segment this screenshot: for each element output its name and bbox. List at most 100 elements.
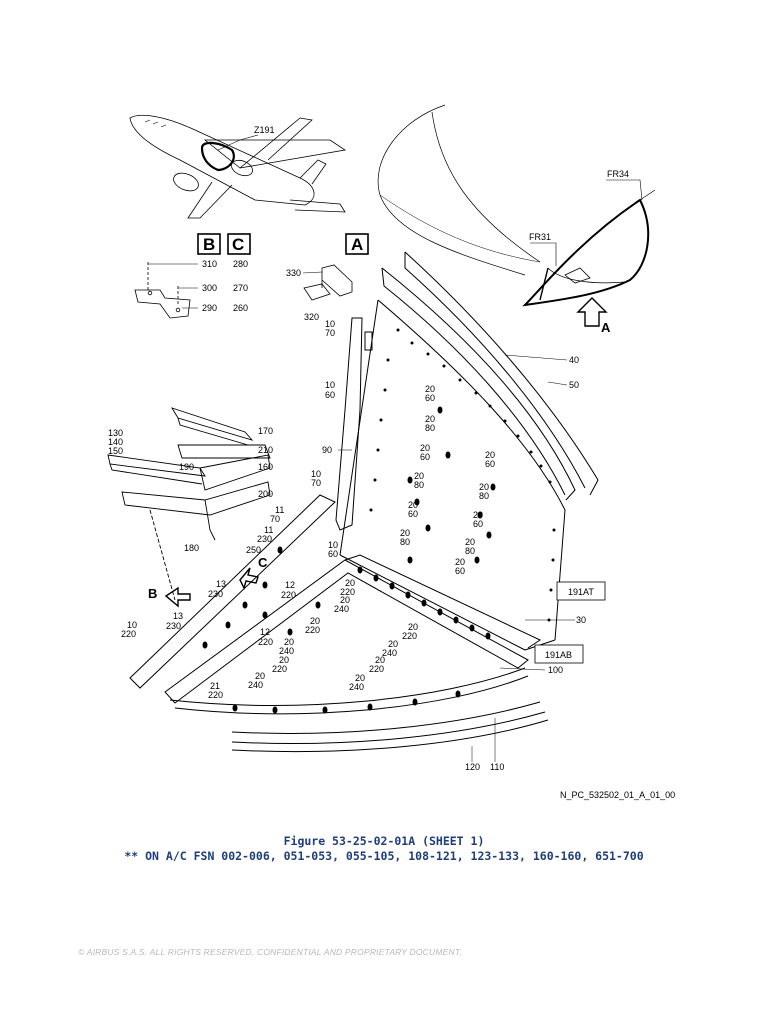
svg-text:220: 220 xyxy=(369,664,384,674)
svg-text:10: 10 xyxy=(325,319,335,329)
svg-text:20: 20 xyxy=(485,450,495,460)
svg-text:60: 60 xyxy=(325,390,335,400)
part-number: 320 xyxy=(304,312,319,322)
svg-text:20: 20 xyxy=(408,622,418,632)
svg-text:80: 80 xyxy=(425,423,435,433)
svg-text:11: 11 xyxy=(264,525,273,535)
access-panel-191at: 191AT xyxy=(556,581,606,601)
svg-text:60: 60 xyxy=(425,393,435,403)
svg-text:220: 220 xyxy=(208,690,223,700)
part-number: 200 xyxy=(258,489,273,499)
part-number: 50 xyxy=(569,380,579,390)
part-number: 190 xyxy=(179,462,194,472)
svg-text:20: 20 xyxy=(345,578,355,588)
svg-text:250: 250 xyxy=(246,545,261,555)
copyright-notice: © AIRBUS S.A.S. ALL RIGHTS RESERVED. CON… xyxy=(78,947,463,957)
bracket-assembly xyxy=(303,264,353,301)
svg-text:70: 70 xyxy=(325,328,335,338)
part-number: 110 xyxy=(490,762,504,772)
svg-text:C: C xyxy=(232,235,244,254)
svg-text:191AB: 191AB xyxy=(545,650,572,660)
svg-text:60: 60 xyxy=(473,519,483,529)
svg-text:220: 220 xyxy=(258,637,273,647)
view-arrow-c xyxy=(239,567,259,590)
svg-text:10: 10 xyxy=(325,380,335,390)
part-number: 150 xyxy=(108,446,123,456)
svg-text:220: 220 xyxy=(281,590,296,600)
svg-text:220: 220 xyxy=(402,631,417,641)
svg-text:13: 13 xyxy=(216,579,226,589)
svg-text:230: 230 xyxy=(257,534,272,544)
part-number: 330 xyxy=(286,268,301,278)
part-number: 290 xyxy=(202,303,217,313)
svg-text:B: B xyxy=(203,235,215,254)
svg-text:240: 240 xyxy=(334,604,349,614)
svg-text:20: 20 xyxy=(375,655,385,665)
detail-bc-clip xyxy=(134,262,198,319)
svg-text:21: 21 xyxy=(210,681,220,691)
svg-text:240: 240 xyxy=(382,648,397,658)
svg-text:20: 20 xyxy=(414,471,424,481)
part-number: 30 xyxy=(576,615,586,625)
svg-text:80: 80 xyxy=(465,546,475,556)
svg-text:20: 20 xyxy=(455,557,465,567)
svg-text:20: 20 xyxy=(388,639,398,649)
svg-text:230: 230 xyxy=(208,589,223,599)
svg-text:20: 20 xyxy=(425,414,435,424)
svg-text:70: 70 xyxy=(311,478,321,488)
svg-text:240: 240 xyxy=(349,682,364,692)
skin-panel xyxy=(129,251,599,753)
svg-text:10: 10 xyxy=(311,469,321,479)
svg-text:60: 60 xyxy=(328,549,338,559)
svg-text:220: 220 xyxy=(272,664,287,674)
view-arrow-a-label: A xyxy=(601,320,611,335)
svg-text:20: 20 xyxy=(408,500,418,510)
reference-code: N_PC_532502_01_A_01_00 xyxy=(560,790,675,800)
part-number: 280 xyxy=(233,259,248,269)
part-number: 310 xyxy=(202,259,217,269)
part-number: 160 xyxy=(258,462,273,472)
svg-text:220: 220 xyxy=(340,587,355,597)
zone-label: Z191 xyxy=(254,125,275,135)
view-arrow-b-label: B xyxy=(148,586,157,601)
svg-text:20: 20 xyxy=(340,595,350,605)
svg-text:80: 80 xyxy=(400,537,410,547)
svg-text:80: 80 xyxy=(414,480,424,490)
part-number: 270 xyxy=(233,283,248,293)
svg-text:191AT: 191AT xyxy=(568,587,594,597)
svg-text:220: 220 xyxy=(305,625,320,635)
svg-text:20: 20 xyxy=(310,616,320,626)
svg-text:12: 12 xyxy=(260,627,270,637)
svg-text:11: 11 xyxy=(275,505,284,515)
svg-text:60: 60 xyxy=(420,452,430,462)
section-locator xyxy=(377,104,656,327)
svg-text:220: 220 xyxy=(121,629,136,639)
access-panel-191ab: 191AB xyxy=(534,644,584,664)
part-number: 260 xyxy=(233,303,248,313)
svg-text:240: 240 xyxy=(279,646,294,656)
svg-text:20: 20 xyxy=(479,482,489,492)
svg-text:10: 10 xyxy=(328,540,338,550)
svg-text:20: 20 xyxy=(465,537,475,547)
view-arrow-b xyxy=(164,586,191,608)
part-number: 140 xyxy=(108,437,123,447)
svg-text:20: 20 xyxy=(284,637,294,647)
svg-text:20: 20 xyxy=(279,655,289,665)
svg-text:20: 20 xyxy=(425,384,435,394)
frame-label-fr34: FR34 xyxy=(607,169,629,179)
part-number: 300 xyxy=(202,283,217,293)
part-number: 40 xyxy=(569,355,579,365)
part-number: 90 xyxy=(322,445,332,455)
figure-title: Figure 53-25-02-01A (SHEET 1) xyxy=(283,834,485,848)
part-number: 180 xyxy=(184,543,199,553)
svg-text:20: 20 xyxy=(473,510,483,520)
svg-text:230: 230 xyxy=(166,621,181,631)
svg-text:20: 20 xyxy=(255,671,265,681)
part-number: 210 xyxy=(258,445,273,455)
svg-text:70: 70 xyxy=(270,514,280,524)
aircraft-locator xyxy=(129,114,347,219)
svg-text:10: 10 xyxy=(127,620,137,630)
view-box-a: A xyxy=(345,233,369,255)
svg-text:A: A xyxy=(351,235,363,254)
view-box-b: B xyxy=(197,233,221,255)
